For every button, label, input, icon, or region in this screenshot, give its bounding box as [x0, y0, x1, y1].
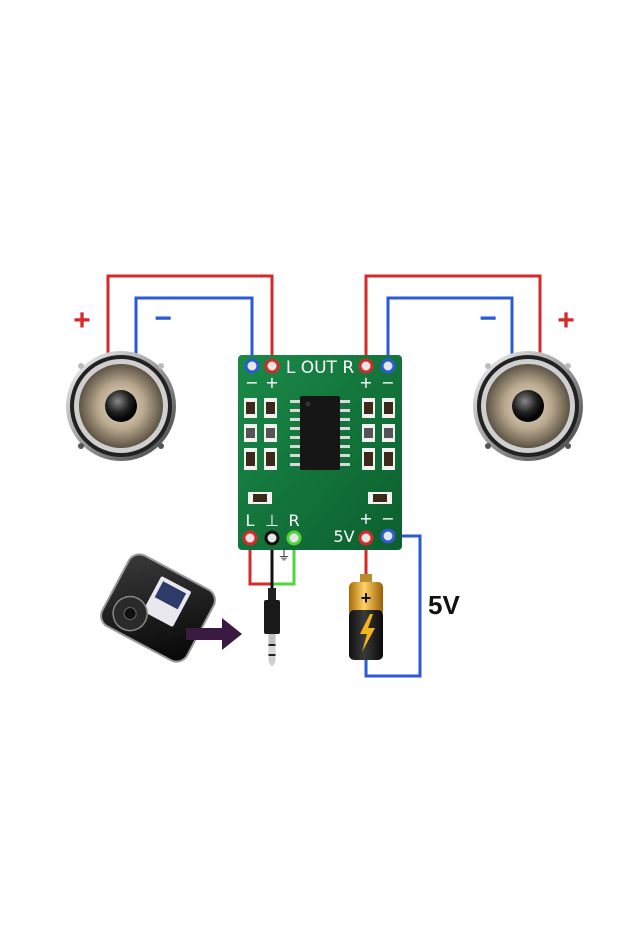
amplifier-board: L OUT R − + + −	[238, 355, 402, 550]
left-speaker-minus-sign: −	[154, 302, 172, 335]
input-right-wire	[272, 538, 296, 586]
board-input-ground-label: ⊥	[265, 511, 279, 530]
left-speaker	[66, 351, 176, 461]
board-power-minus: −	[381, 509, 394, 528]
pad-power-plus	[358, 530, 374, 546]
speaker-wires	[106, 274, 542, 366]
power-negative-wire	[364, 534, 422, 678]
board-output-label: L OUT R	[286, 358, 354, 378]
board-out-left-plus: +	[265, 373, 278, 392]
pad-in-right	[286, 530, 302, 546]
pad-out-right-minus	[380, 358, 396, 374]
battery-icon	[349, 574, 383, 660]
smd-components-right	[362, 398, 395, 504]
power-pads	[358, 528, 396, 546]
pad-in-ground	[264, 530, 280, 546]
pad-out-left-minus	[244, 358, 260, 374]
left-speaker-plus-sign: +	[73, 304, 91, 337]
arrow-icon	[186, 618, 242, 650]
pad-out-left-plus	[264, 358, 280, 374]
board-out-left-minus: −	[245, 373, 258, 392]
board-input-left-label: L	[246, 511, 255, 530]
board-input-right-label: R	[288, 511, 299, 530]
audio-jack-plug	[264, 588, 280, 667]
board-power-plus: +	[359, 509, 372, 528]
right-speaker-positive-wire	[364, 274, 542, 366]
mp3-player-icon	[100, 553, 216, 663]
left-speaker-negative-wire	[134, 296, 254, 366]
smd-components-left	[244, 398, 277, 504]
pad-out-right-plus	[358, 358, 374, 374]
pad-in-left	[242, 530, 258, 546]
right-speaker-negative-wire	[386, 296, 514, 366]
input-left-wire	[248, 538, 272, 586]
amplifier-ic-chip	[290, 396, 350, 470]
pad-power-minus	[380, 528, 396, 544]
jack-ground-symbol: ⏚	[277, 548, 290, 563]
right-speaker	[473, 351, 583, 461]
board-power-label: 5V	[333, 527, 354, 546]
battery-plus-sign: +	[361, 588, 372, 608]
right-speaker-plus-sign: +	[557, 304, 575, 337]
right-speaker-minus-sign: −	[479, 302, 497, 335]
board-out-right-minus: −	[381, 373, 394, 392]
output-pads	[244, 358, 396, 374]
left-speaker-positive-wire	[106, 274, 274, 366]
board-out-right-plus: +	[359, 373, 372, 392]
supply-voltage-label: 5V	[428, 590, 460, 620]
input-pads	[242, 530, 302, 546]
